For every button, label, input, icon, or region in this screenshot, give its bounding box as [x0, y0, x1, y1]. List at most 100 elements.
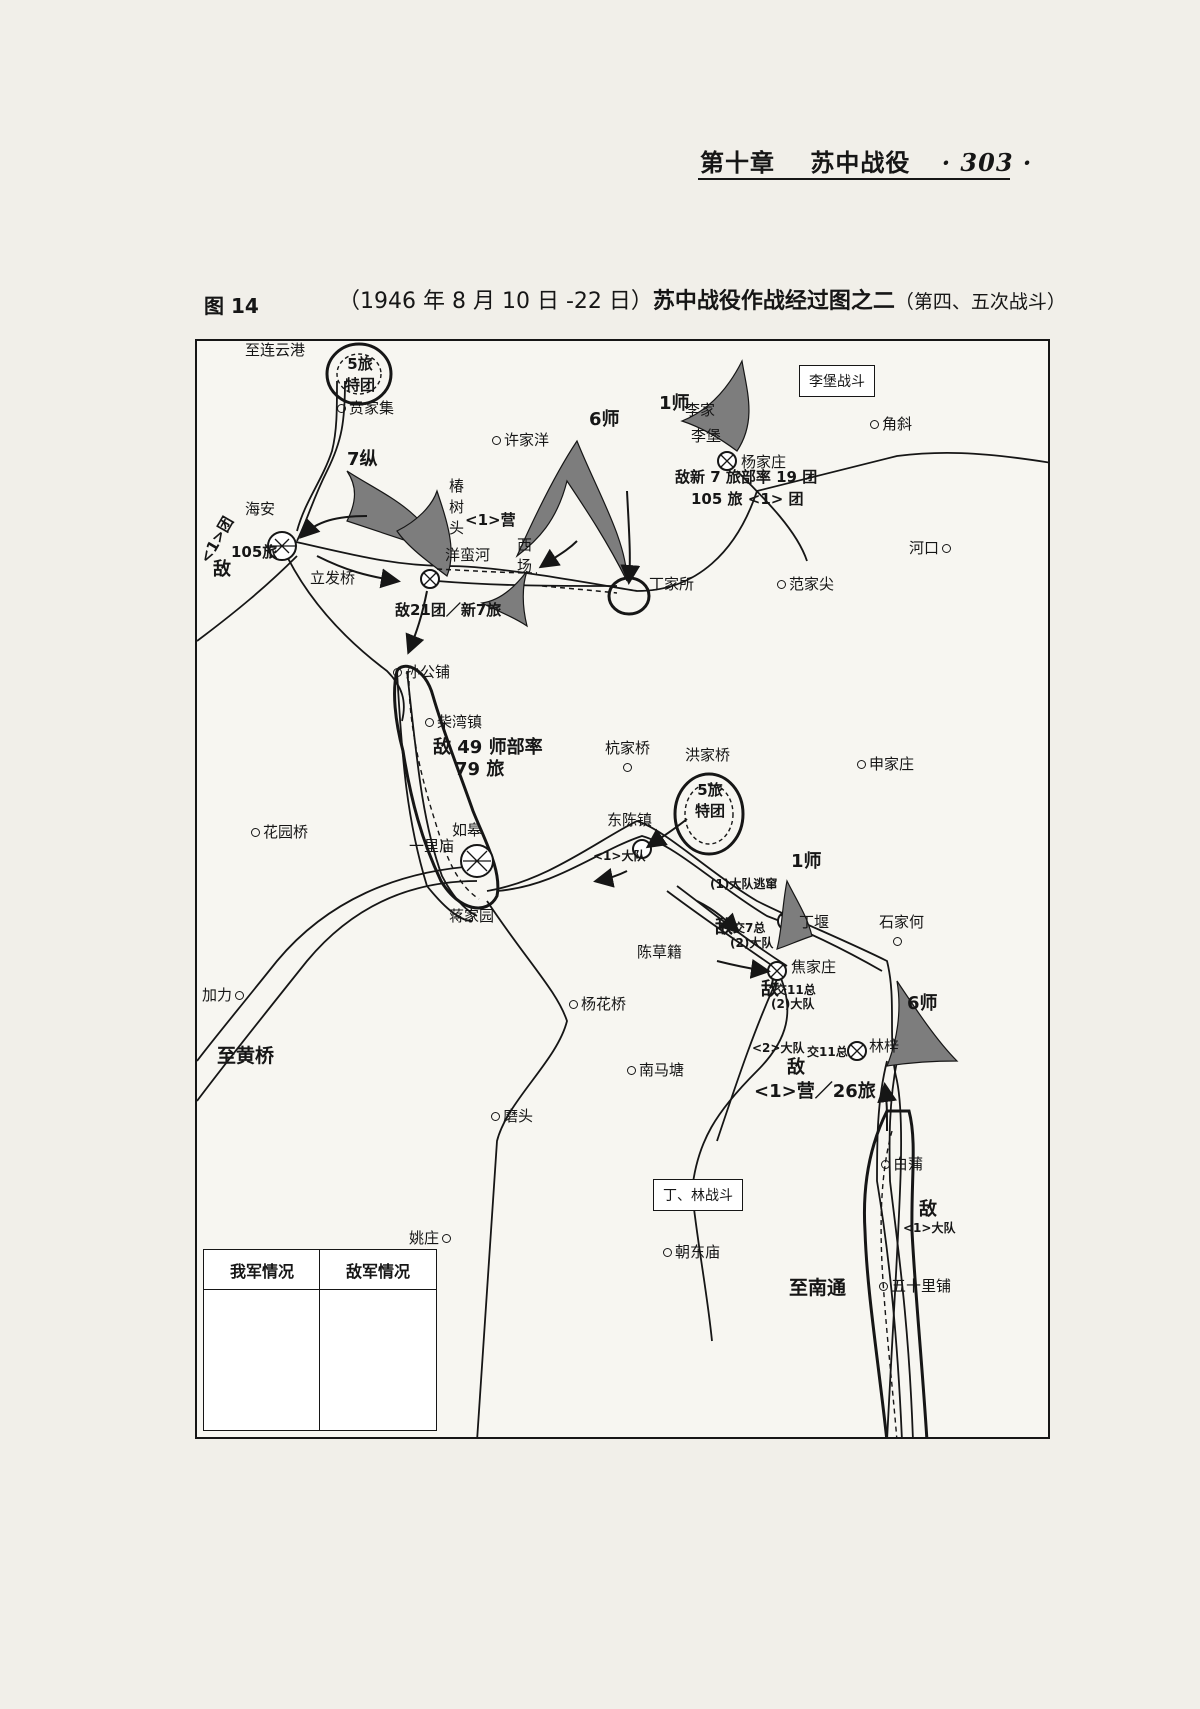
town-yilimiao: 一里庙 [409, 837, 455, 855]
place-dongchenzhen: 东陈镇 [607, 811, 653, 829]
place-hongjiaqiao: 洪家桥 [685, 746, 731, 764]
town-lijia: 李家 [685, 401, 716, 419]
place-lifaqiao: 立发桥 [310, 569, 356, 587]
place-jiangjiayuan: 蒋家园 [449, 907, 495, 925]
map-legend: 我军情况 敌军情况 [203, 1249, 437, 1431]
label-enemy-haian-105: 105旅 [231, 543, 278, 561]
label-chunshu-ying: <1>营 [465, 511, 516, 529]
attack-div6-bottom [886, 980, 959, 1067]
label-enemy-baipu-1: <1>大队 [903, 1221, 956, 1235]
arrow-jiaojia [716, 958, 771, 979]
road-north [296, 380, 338, 532]
legend-ours: 我军情况 [204, 1250, 320, 1430]
label-enemy-105-1: 105 旅 <1> 团 [691, 490, 804, 508]
figure-title: （1946 年 8 月 10 日 -22 日）苏中战役作战经过图之二（第四、五次… [338, 283, 1066, 315]
town-jiaojiazhuang: 焦家庄 [791, 958, 837, 976]
label-div6-top: 6师 [589, 409, 620, 430]
ours-rugao-column [393, 664, 500, 910]
note-dinglin-battle: 丁、林战斗 [653, 1179, 743, 1211]
place-shenjiazhuang: 申家庄 [857, 753, 914, 774]
map-lines [197, 342, 1048, 1437]
label-jiao11-lz: 交11总 [807, 1045, 848, 1059]
attack-div1-mid [776, 879, 813, 950]
place-guijiaji: 贲家集 [337, 397, 394, 418]
road-sw [197, 880, 478, 1102]
label-5brigade-mid: 5旅特团 [694, 781, 725, 820]
label-5brigade-top: 5旅特团 [344, 355, 375, 394]
place-xujiayang: 许家洋 [492, 429, 549, 450]
road-south-1 [476, 900, 568, 1437]
place-hangjiaqiao: 杭家桥 [605, 737, 650, 776]
place-dingjiasuo: 丁家所 [649, 575, 695, 593]
place-chaiwanzhen: 柴湾镇 [425, 711, 482, 732]
label-dadui2b: (2)大队 [771, 997, 815, 1011]
place-sungongpu: 孙公铺 [393, 661, 450, 682]
figure-date: （1946 年 8 月 10 日 -22 日） [338, 289, 653, 314]
arrow-dingjia [620, 490, 641, 585]
town-dingyan: 丁堰 [799, 913, 830, 931]
label-dadui-lost: (1)大队逃窜 [710, 877, 778, 891]
label-enemy-49: 敌 49 师部率 [433, 737, 543, 758]
place-chaodongmiao: 朝东庙 [663, 1241, 720, 1262]
place-yaozhuang: 姚庄 [409, 1227, 454, 1248]
place-jiaoxie: 角斜 [870, 413, 912, 434]
label-lianyungang: 至连云港 [245, 341, 306, 359]
road-lipu [736, 470, 808, 562]
ours-5brigade-mid [673, 772, 745, 856]
arrow-haian-west [299, 515, 368, 539]
label-jiao7: 交7总 [733, 921, 766, 935]
arrow-xichang [538, 540, 578, 569]
label-enemy-baipu-di: 敌 [919, 1199, 937, 1220]
label-div1-top: 1师 [659, 393, 690, 414]
label-dadui1: <1>大队 [593, 849, 646, 863]
town-rugao: 如皋 [452, 821, 483, 839]
figure-label: 图 14 [204, 294, 259, 318]
ours-dingjiasuo [607, 576, 651, 616]
town-haian: 海安 [245, 500, 276, 518]
town-lipu: 李堡 [691, 427, 722, 445]
attack-div6 [515, 439, 628, 582]
attack-col7-b [396, 489, 452, 577]
page-header: 第十章 苏中战役 · 303 · [700, 143, 1032, 178]
dest-nantong: 至南通 [789, 1277, 847, 1299]
header-rule [698, 178, 1010, 180]
road-rugao-1 [396, 670, 473, 922]
road-west [197, 555, 298, 642]
page-number: · 303 · [941, 148, 1033, 177]
label-enemy-21: 敌21团／新7旅 [395, 601, 502, 619]
dest-huangqiao: 至黄桥 [217, 1045, 275, 1067]
town-linzi: 林梓 [869, 1037, 900, 1055]
arrow-dongchen-in [645, 818, 688, 849]
road-baipu-2 [888, 1060, 914, 1437]
label-jiao11-di: 敌 [761, 979, 779, 1000]
label-enemy-xin7: 敌新 7 旅部率 19 团 [675, 468, 818, 486]
label-jiao7-di: 敌 [715, 917, 733, 938]
label-dadui-2-lz: <2>大队 [752, 1041, 805, 1055]
road-south-haian [281, 545, 405, 722]
chapter-title: 苏中战役 [810, 148, 911, 177]
label-col7: 7纵 [347, 449, 378, 470]
figure-subtitle: （第四、五次战斗） [894, 291, 1066, 313]
attack-div1-top [680, 359, 750, 452]
place-huayuanqiao: 花园桥 [251, 821, 308, 842]
label-div6-bottom: 6师 [907, 993, 938, 1014]
legend-ours-title: 我军情况 [204, 1250, 320, 1290]
chapter-label: 第十章 [700, 148, 775, 177]
label-enemy-79: 79 旅 [455, 759, 505, 780]
legend-enemy-title: 敌军情况 [320, 1250, 436, 1290]
legend-enemy: 敌军情况 [319, 1250, 436, 1430]
label-dadui2: (2)大队 [730, 936, 774, 950]
road-se [486, 820, 903, 1437]
attack-yangmanhe [480, 570, 528, 628]
note-lipu-battle: 李堡战斗 [799, 365, 875, 397]
canal-dingsuo [436, 580, 618, 587]
road-baipu [876, 1060, 903, 1437]
label-ying26: <1>营／26旅 [754, 1081, 876, 1102]
place-fanjiajian: 范家尖 [777, 573, 834, 594]
arrow-baipu-north [877, 1082, 898, 1132]
road-jiaojia [666, 890, 789, 1342]
figure-main-title: 苏中战役作战经过图之二 [652, 289, 895, 314]
place-jiali: 加力 [202, 984, 247, 1005]
label-enemy-lz-di: 敌 [787, 1057, 805, 1078]
place-chencaoji: 陈草籍 [637, 943, 683, 961]
